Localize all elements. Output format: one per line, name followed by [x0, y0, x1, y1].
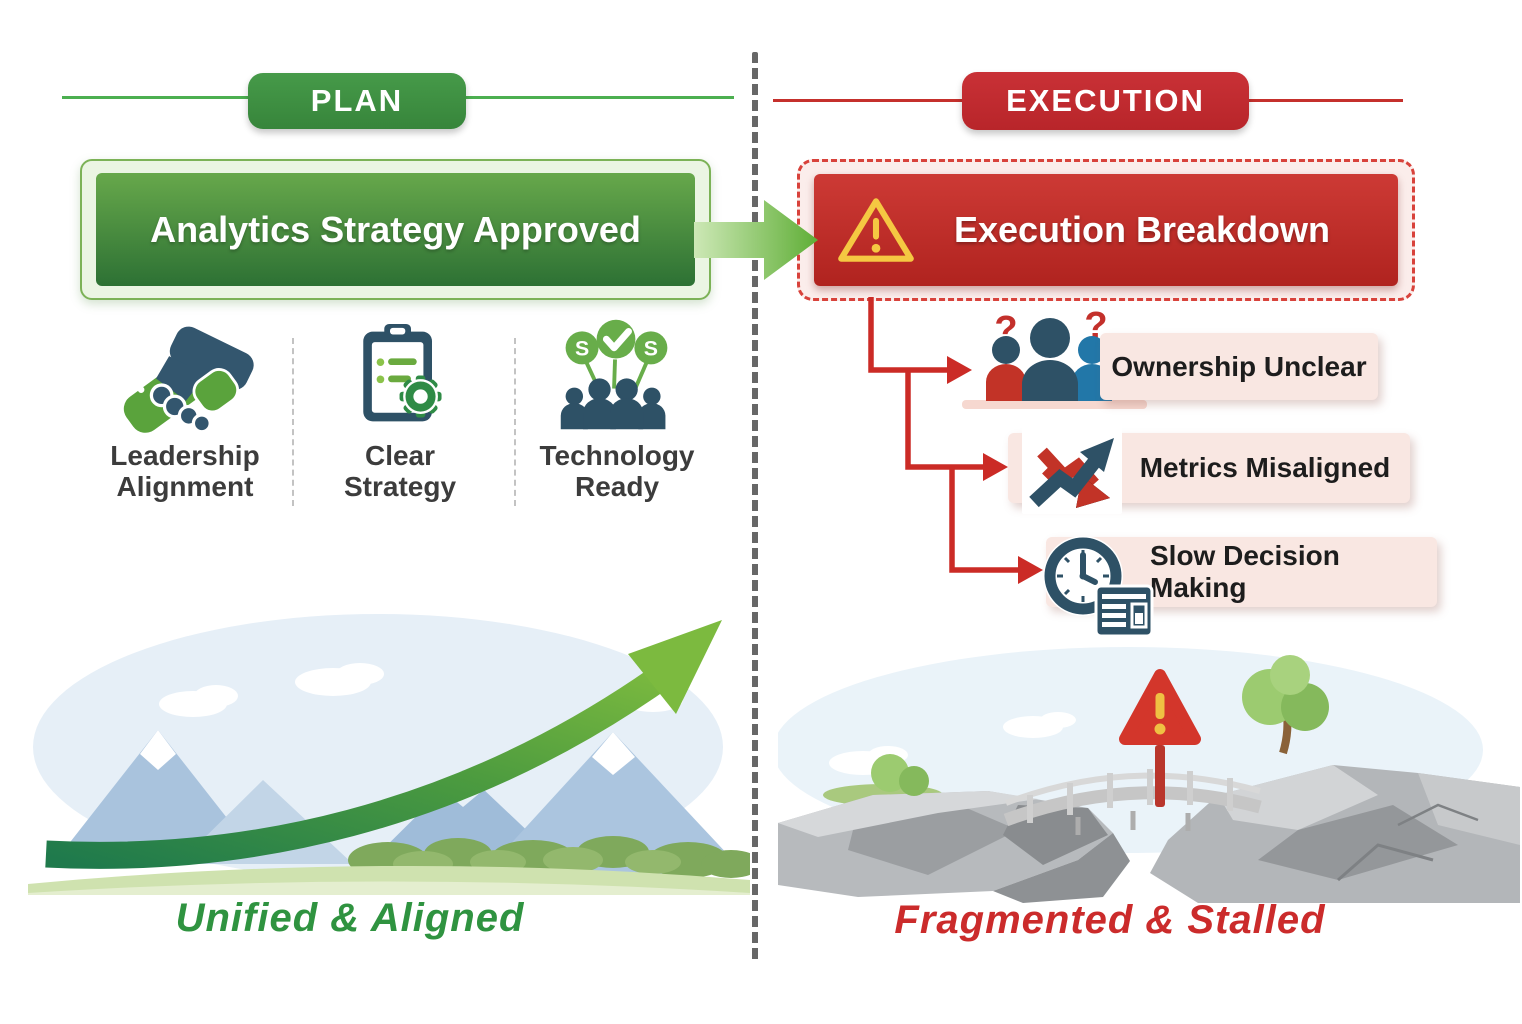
- execution-caption: Fragmented & Stalled: [894, 898, 1326, 942]
- clipboard-gear-icon: [363, 324, 442, 422]
- plan-banner-label: Analytics Strategy Approved: [150, 208, 641, 250]
- growth-landscape-illustration: [28, 614, 750, 895]
- svg-text:S: S: [575, 337, 589, 361]
- feature-label-leadership-alignment: Leadership Alignment: [110, 440, 260, 503]
- clock-report-icon: [1043, 536, 1154, 638]
- execution-banner-label: Execution Breakdown: [953, 209, 1331, 250]
- execution-header-pill: EXECUTION: [962, 72, 1249, 130]
- broken-bridge-illustration: [778, 647, 1520, 903]
- issue-label-metrics-misaligned: Metrics Misaligned: [1139, 452, 1391, 483]
- team-check-icon: S S: [560, 319, 668, 430]
- plan-banner: Analytics Strategy Approved: [96, 173, 695, 286]
- issue-label-ownership-unclear: Ownership Unclear: [1111, 350, 1367, 382]
- feature-label-clear-strategy: Clear Strategy: [343, 440, 457, 503]
- breakdown-connector: [868, 297, 1043, 584]
- crossed-arrows-icon: [1022, 426, 1122, 514]
- handshake-icon: [123, 326, 254, 434]
- feature-label-technology-ready: Technology Ready: [539, 440, 695, 503]
- plan-header-pill: PLAN: [248, 73, 466, 129]
- feature-separator: [514, 338, 516, 506]
- svg-text:S: S: [644, 337, 658, 361]
- plan-header-label: PLAN: [310, 83, 404, 118]
- warning-triangle-icon: [838, 198, 914, 262]
- hazard-sign-icon: [1119, 669, 1201, 807]
- issue-box-ownership-unclear: Ownership Unclear: [1100, 333, 1378, 400]
- plan-to-execution-arrow-icon: [694, 200, 818, 280]
- execution-banner: Execution Breakdown: [814, 174, 1398, 286]
- feature-separator: [292, 338, 294, 506]
- center-divider: [752, 52, 758, 962]
- plan-caption: Unified & Aligned: [175, 896, 525, 940]
- execution-header-label: EXECUTION: [1006, 83, 1205, 118]
- issue-label-slow-decision-making: Slow Decision Making: [1150, 540, 1340, 603]
